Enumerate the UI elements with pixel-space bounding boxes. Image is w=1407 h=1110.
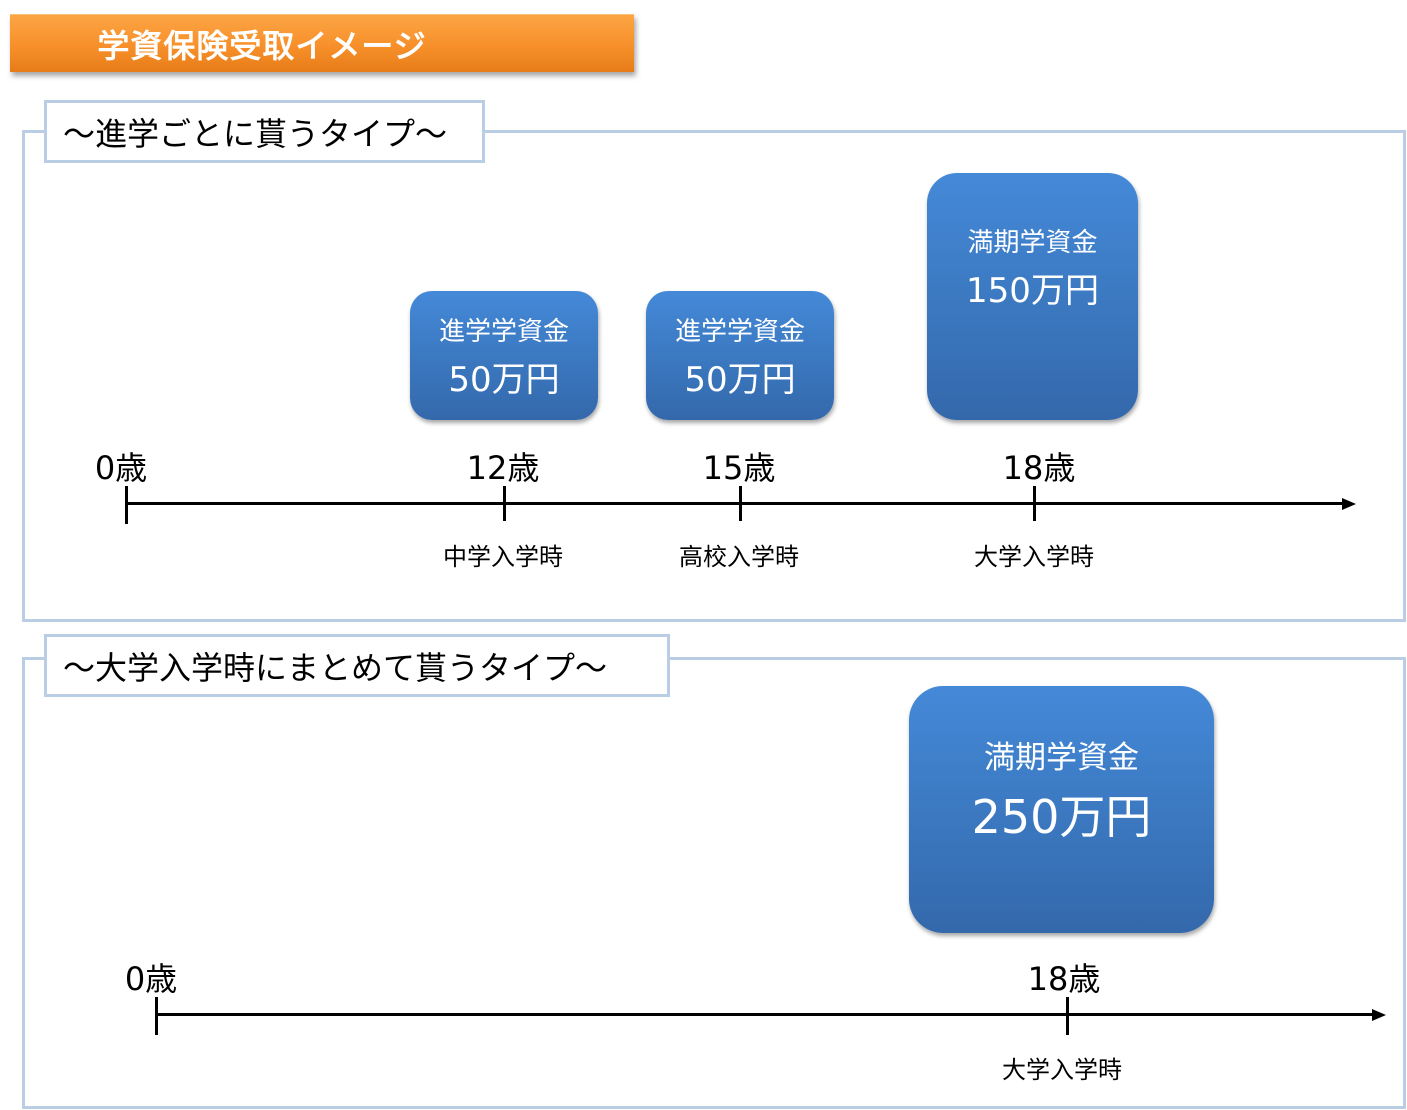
payout-box-18: 満期学資金 150万円 (927, 173, 1138, 420)
tick-0 (125, 486, 128, 524)
panel-label: ～進学ごとに貰うタイプ～ (44, 100, 485, 163)
panel-label: ～大学入学時にまとめて貰うタイプ～ (44, 634, 670, 697)
payout-label: 進学学資金 (674, 316, 805, 347)
payout-amount: 50万円 (448, 359, 560, 400)
payout-amount: 150万円 (966, 270, 1099, 311)
age-label: 18歳 (1002, 449, 1076, 487)
age-label: 15歳 (702, 449, 776, 487)
event-label: 中学入学時 (443, 543, 563, 571)
payout-box-12: 進学学資金 50万円 (410, 291, 598, 420)
payout-amount: 250万円 (971, 790, 1152, 844)
age-label: 0歳 (124, 960, 178, 998)
payout-box-lump: 満期学資金 250万円 (909, 686, 1214, 933)
payout-label: 満期学資金 (984, 740, 1139, 776)
panel-per-enrollment (22, 130, 1406, 622)
age-label: 18歳 (1027, 960, 1101, 998)
age-label: 12歳 (466, 449, 540, 487)
event-label: 大学入学時 (1002, 1056, 1122, 1084)
timeline-axis (126, 502, 1344, 505)
payout-label: 進学学資金 (438, 316, 569, 347)
arrow-right-icon (1342, 498, 1356, 510)
tick-0 (155, 997, 158, 1035)
tick-15 (739, 486, 742, 521)
payout-amount: 50万円 (684, 359, 796, 400)
event-label: 高校入学時 (679, 543, 799, 571)
event-label: 大学入学時 (974, 543, 1094, 571)
page-title: 学資保険受取イメージ (10, 14, 634, 72)
payout-box-15: 進学学資金 50万円 (646, 291, 834, 420)
tick-12 (503, 486, 506, 521)
tick-18 (1066, 997, 1069, 1035)
tick-18 (1033, 486, 1036, 521)
arrow-right-icon (1372, 1009, 1386, 1021)
payout-label: 満期学資金 (967, 227, 1098, 258)
age-label: 0歳 (94, 449, 148, 487)
timeline-axis (156, 1013, 1374, 1016)
panel-lump-sum (22, 657, 1406, 1109)
